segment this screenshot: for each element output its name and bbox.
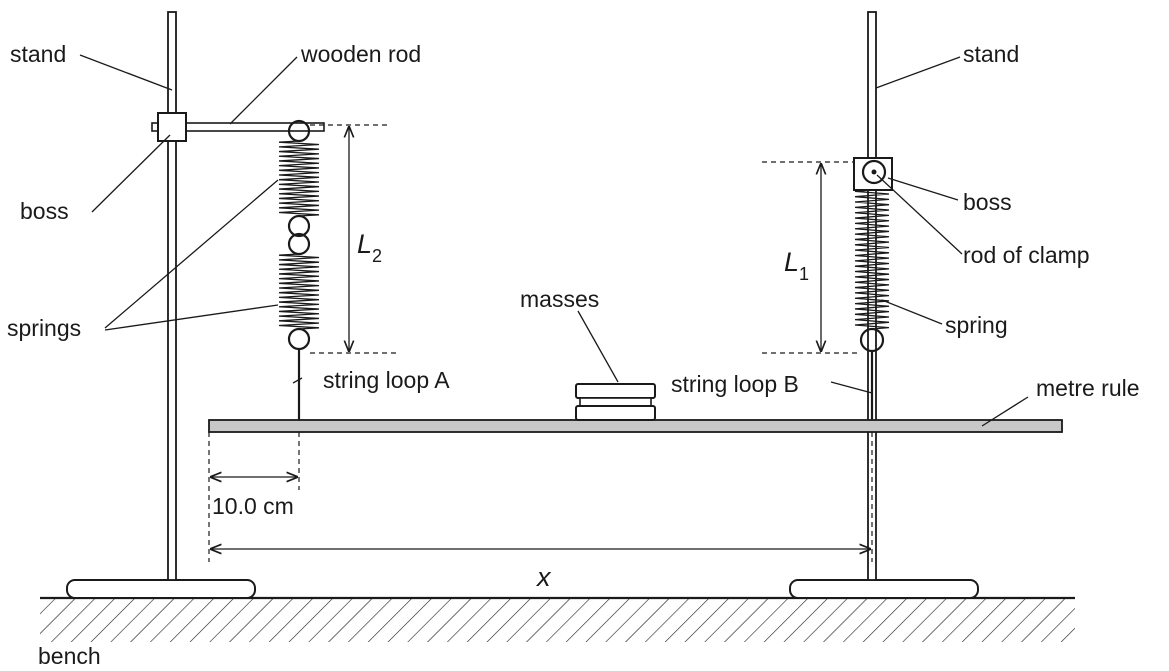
label-metre-rule: metre rule	[1036, 375, 1140, 401]
L1-measurement	[762, 161, 861, 354]
bench	[40, 596, 1075, 642]
dimension-x	[211, 432, 873, 562]
label-boss-left: boss	[20, 198, 69, 224]
label-L1-letter: L	[784, 247, 799, 277]
boss-right	[853, 157, 893, 191]
label-10cm: 10.0 cm	[212, 493, 294, 519]
label-stand-right: stand	[963, 41, 1019, 67]
masses	[575, 383, 656, 421]
label-wooden-rod: wooden rod	[300, 41, 421, 67]
leader-lines	[79, 54, 1029, 427]
label-spring: spring	[945, 312, 1008, 338]
metre-rule	[208, 419, 1063, 433]
label-masses: masses	[520, 286, 599, 312]
boss-left	[157, 112, 187, 142]
spring-right	[854, 189, 890, 353]
label-L1: L1	[784, 247, 809, 284]
label-springs: springs	[7, 315, 81, 341]
label-L2: L2	[357, 229, 382, 266]
stand-right	[789, 11, 979, 599]
label-L2-letter: L	[357, 229, 372, 259]
springs-left	[278, 119, 320, 351]
label-stand-left: stand	[10, 41, 66, 67]
stand-left	[66, 11, 256, 599]
label-rod-of-clamp: rod of clamp	[963, 242, 1090, 268]
L2-measurement	[310, 124, 400, 354]
label-boss-right: boss	[963, 189, 1012, 215]
dimension-10cm	[208, 432, 300, 562]
label-x: x	[535, 562, 552, 592]
label-string-loop-a: string loop A	[323, 367, 450, 393]
wooden-rod	[151, 122, 325, 132]
label-bench: bench	[38, 643, 101, 669]
label-string-loop-b: string loop B	[671, 371, 799, 397]
label-L1-sub: 1	[799, 264, 809, 284]
label-L2-sub: 2	[372, 246, 382, 266]
